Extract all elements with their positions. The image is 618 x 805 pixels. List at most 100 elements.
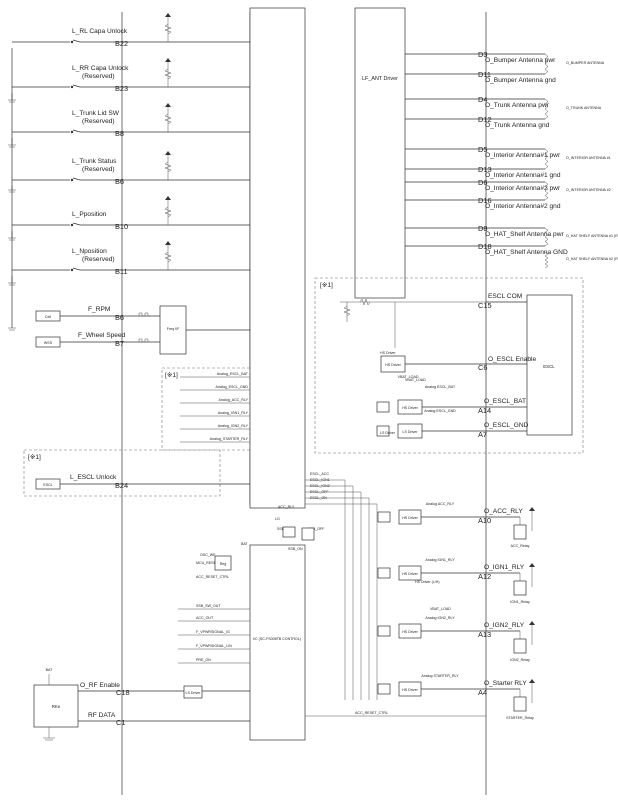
analog-item-label: Analog_STARTER_RLY <box>210 437 249 441</box>
escl-enable-label: O_ESCL Enable <box>488 356 536 363</box>
mcu-signal-label: ACC_OUT <box>196 616 214 620</box>
input-label: L_Trunk Status <box>72 158 117 165</box>
input-label: L_Nposition <box>72 248 107 255</box>
escl-unlock-source-label: ESCL <box>43 483 52 487</box>
mcu-signal-label: OSC_WE <box>200 553 216 557</box>
freq-label: F_Wheel Speed <box>78 332 126 339</box>
switch-contact <box>70 130 74 134</box>
mcu-upper-block <box>249 7 306 509</box>
relay-name: IGN1_Relay <box>510 600 530 604</box>
switch-lever <box>72 177 81 181</box>
mcu-signal-label: VBAT_LOAD <box>405 378 426 382</box>
pulse-symbol <box>138 312 149 317</box>
rf-ls-driver-label: LS Driver <box>186 691 202 695</box>
lf-output-label: O_HAT_Shelf Antenna pwr <box>485 231 564 238</box>
mcu-signal-label: F_VPWRSIGNAL_LIN <box>196 644 232 648</box>
relay-analog-label: Analog IGN2_RLY <box>425 616 455 620</box>
antenna-coil <box>544 148 549 170</box>
input-sublabel: (Reserved) <box>82 118 115 125</box>
lf-output-pin: D13 <box>478 165 492 174</box>
switch-lever <box>72 84 81 88</box>
mcu-gate-2 <box>301 527 315 541</box>
pre-reg-block <box>214 555 232 571</box>
relay-output-pin: A10 <box>478 516 491 525</box>
escl-unlock-label: L_ESCL Unlock <box>70 474 117 481</box>
escl-unlock-group-mark: [※1] <box>28 454 41 461</box>
pullup-resistor <box>164 206 172 218</box>
lf-output-label: O_Bumper Antenna pwr <box>485 57 556 64</box>
mcu-signal-label: LS Driver <box>380 431 396 435</box>
escl-unlock-pin: B24 <box>115 481 128 490</box>
relay-coil <box>513 696 527 712</box>
relay-bat-arrow <box>529 563 535 567</box>
rke-bat-label: BAT <box>46 668 54 672</box>
input-pin: B22 <box>115 39 128 48</box>
switch-lever <box>72 129 81 133</box>
rf-enable-pin: C18 <box>116 688 130 697</box>
escl-com-pin: C15 <box>478 301 492 310</box>
relay-gate <box>377 625 391 637</box>
pullup-resistor <box>164 23 172 35</box>
mcu-signal-label: ACC_RESET_CTRL <box>196 575 229 579</box>
mcu-lower-block <box>249 544 306 741</box>
lf-output-pin: D16 <box>478 196 492 205</box>
lf-output-label: O_HAT_Shelf Antenna GND <box>485 249 568 256</box>
lf-output-label: O_Interior Antenna#1 gnd <box>485 172 561 179</box>
mcu-signals: ESCL_ACCESCL_IGN1ESCL_IGN2ESCL_OFFESCL_O… <box>178 351 486 717</box>
relay-output-label: O_Starter RLY <box>484 680 527 687</box>
mcu-label: I/C (SC-FS008TB CONTROL) <box>253 637 301 641</box>
relay-driver-label: HS Driver <box>402 688 418 692</box>
freq-pin: B7 <box>115 339 124 348</box>
antenna-coil-label: O_HAT SHELF ANTENNA #1 (Reserved) <box>566 234 618 238</box>
switch-contact <box>70 40 74 44</box>
switch-contact <box>70 268 74 272</box>
switch-contact <box>70 85 74 89</box>
input-label: L_Pposition <box>72 211 107 218</box>
rf-data-pin: C1 <box>116 718 125 727</box>
lf-output-label: O_Bumper Antenna gnd <box>485 77 556 84</box>
relay-driver-label: HS Driver <box>402 516 418 520</box>
input-pin: B23 <box>115 84 128 93</box>
mcu-signal-label: HS Driver <box>380 351 396 355</box>
vcc-arrow <box>165 196 171 200</box>
freq-pin: B6 <box>115 313 124 322</box>
escl-bat-label: O_ESCL_BAT <box>484 398 526 405</box>
lf-output-pin: D4 <box>478 95 487 104</box>
relay-output-pin: A13 <box>478 630 491 639</box>
relay-bat-arrow <box>529 621 535 625</box>
lf-ant-driver-block <box>354 7 406 299</box>
pullup-resistor <box>164 68 172 80</box>
escl-hs-driver-label: HS Driver <box>402 406 418 410</box>
escl-com-label: ESCL COM <box>488 293 522 300</box>
vcc-arrow <box>165 241 171 245</box>
rke-module <box>33 684 79 728</box>
escl-module-label: ESCL <box>543 364 555 369</box>
lf-output-label: O_Interior Antenna#2 pwr <box>485 185 561 192</box>
antenna-coil <box>544 98 549 120</box>
lf-output-label: O_Trunk Antenna pwr <box>485 102 550 109</box>
relay-output-label: O_ACC_RLY <box>484 508 523 515</box>
escl-gnd-pin: A7 <box>478 430 487 439</box>
antenna-coil-label: O_BUMPER ANTENNA <box>566 61 605 65</box>
mcu-signal-label: ACC_RLY <box>278 505 295 509</box>
input-label: L_Trunk Lid SW <box>72 110 120 117</box>
antenna-coil <box>544 227 549 247</box>
input-sublabel: (Reserved) <box>82 256 115 263</box>
escl-gnd-label: O_ESCL_GND <box>484 422 529 429</box>
input-sublabel: (Reserved) <box>82 73 115 80</box>
analog-item-label: Analog_IGN1_RLY <box>218 411 249 415</box>
freq-label: F_RPM <box>88 306 110 313</box>
mcu-signal-label: BAT <box>241 542 249 546</box>
relay-coil <box>513 524 527 540</box>
vcc-arrow <box>165 151 171 155</box>
antenna-coil <box>544 251 549 269</box>
antenna-coil-label: O_TRUNK ANTENNA <box>566 106 602 110</box>
lf-output-pin: D11 <box>478 70 491 79</box>
relay-gate <box>377 511 391 523</box>
input-label: L_RL Capa Unlock <box>72 28 128 35</box>
mcu-signal-label: ESCL_ACC <box>310 472 329 476</box>
relay-driver-label: HS Driver <box>402 630 418 634</box>
